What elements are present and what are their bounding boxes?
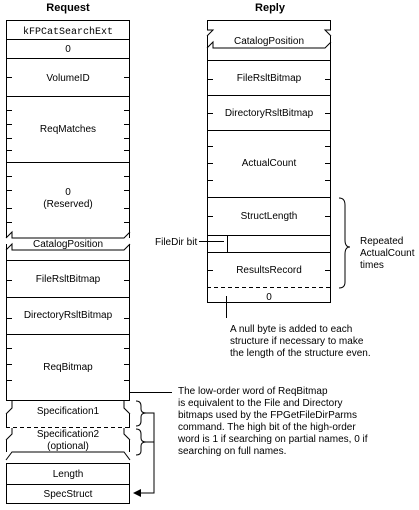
null-byte-note-line3: the length of the structure even. (230, 348, 371, 359)
repeated-label-line1: Repeated (360, 236, 403, 247)
reqbitmap-note-line6: searching on full names. (178, 446, 286, 457)
req-command-field: kFPCatSearchExt (23, 26, 113, 38)
repeated-brace (338, 197, 351, 289)
reply-actual-count-field: ActualCount (242, 158, 297, 169)
req-specification1-field: Specification1 (37, 406, 100, 417)
reqbitmap-note-line4: command. The high bit of the high-order (178, 422, 356, 433)
reqbitmap-note-line5: word is 1 if searching on partial names,… (177, 434, 368, 445)
reply-file-dir-bit-label: FileDir bit (155, 237, 197, 248)
req-specification2-field: Specification2 (37, 429, 100, 440)
req-matches-field: ReqMatches (40, 124, 96, 135)
request-packet (5, 20, 131, 504)
null-byte-note-line2: structure if necessary to make (230, 336, 364, 347)
specification1-brace (135, 400, 147, 427)
reply-null-byte-field: 0 (266, 292, 272, 303)
req-bitmap-field: ReqBitmap (43, 362, 93, 373)
reply-catalog-position-field: CatalogPosition (234, 36, 304, 47)
req-spec-struct-field: SpecStruct (44, 489, 93, 500)
req-length-field: Length (53, 469, 84, 480)
repeated-label-line2: ActualCount (360, 248, 415, 259)
req-directory-rslt-bitmap-field: DirectoryRsltBitmap (24, 310, 113, 321)
specification2-brace (135, 428, 147, 456)
reqbitmap-note-line1: The low-order word of ReqBitmap (178, 386, 328, 397)
reply-file-rslt-bitmap-field: FileRsltBitmap (237, 73, 302, 84)
reqbitmap-note-line3-text: bitmaps used by the (178, 410, 270, 421)
reqbitmap-note-line3: bitmaps used by the FPGetFileDirParms (178, 410, 357, 421)
req-pad-field: 0 (65, 44, 71, 55)
reqbitmap-note-line2: is equivalent to the File and Directory (178, 398, 343, 409)
req-catalog-position-field: CatalogPosition (33, 239, 103, 250)
req-specification2-note: (optional) (47, 441, 89, 452)
req-file-rslt-bitmap-field: FileRsltBitmap (36, 274, 101, 285)
reply-header: Reply (255, 2, 286, 14)
reply-directory-rslt-bitmap-field: DirectoryRsltBitmap (225, 108, 314, 119)
req-volume-id-field: VolumeID (46, 73, 89, 84)
req-reserved-value: 0 (65, 187, 71, 198)
reqbitmap-note-code: FPGetFileDirParms (270, 410, 357, 421)
reply-packet (206, 20, 332, 303)
req-reserved-label: (Reserved) (43, 199, 92, 210)
repeated-label-line3: times (360, 260, 384, 271)
request-header: Request (46, 2, 90, 14)
reply-struct-length-field: StructLength (241, 211, 298, 222)
null-byte-note-line1: A null byte is added to each (230, 324, 352, 335)
reply-results-record-field: ResultsRecord (236, 265, 302, 276)
specification-arrow (133, 412, 155, 497)
